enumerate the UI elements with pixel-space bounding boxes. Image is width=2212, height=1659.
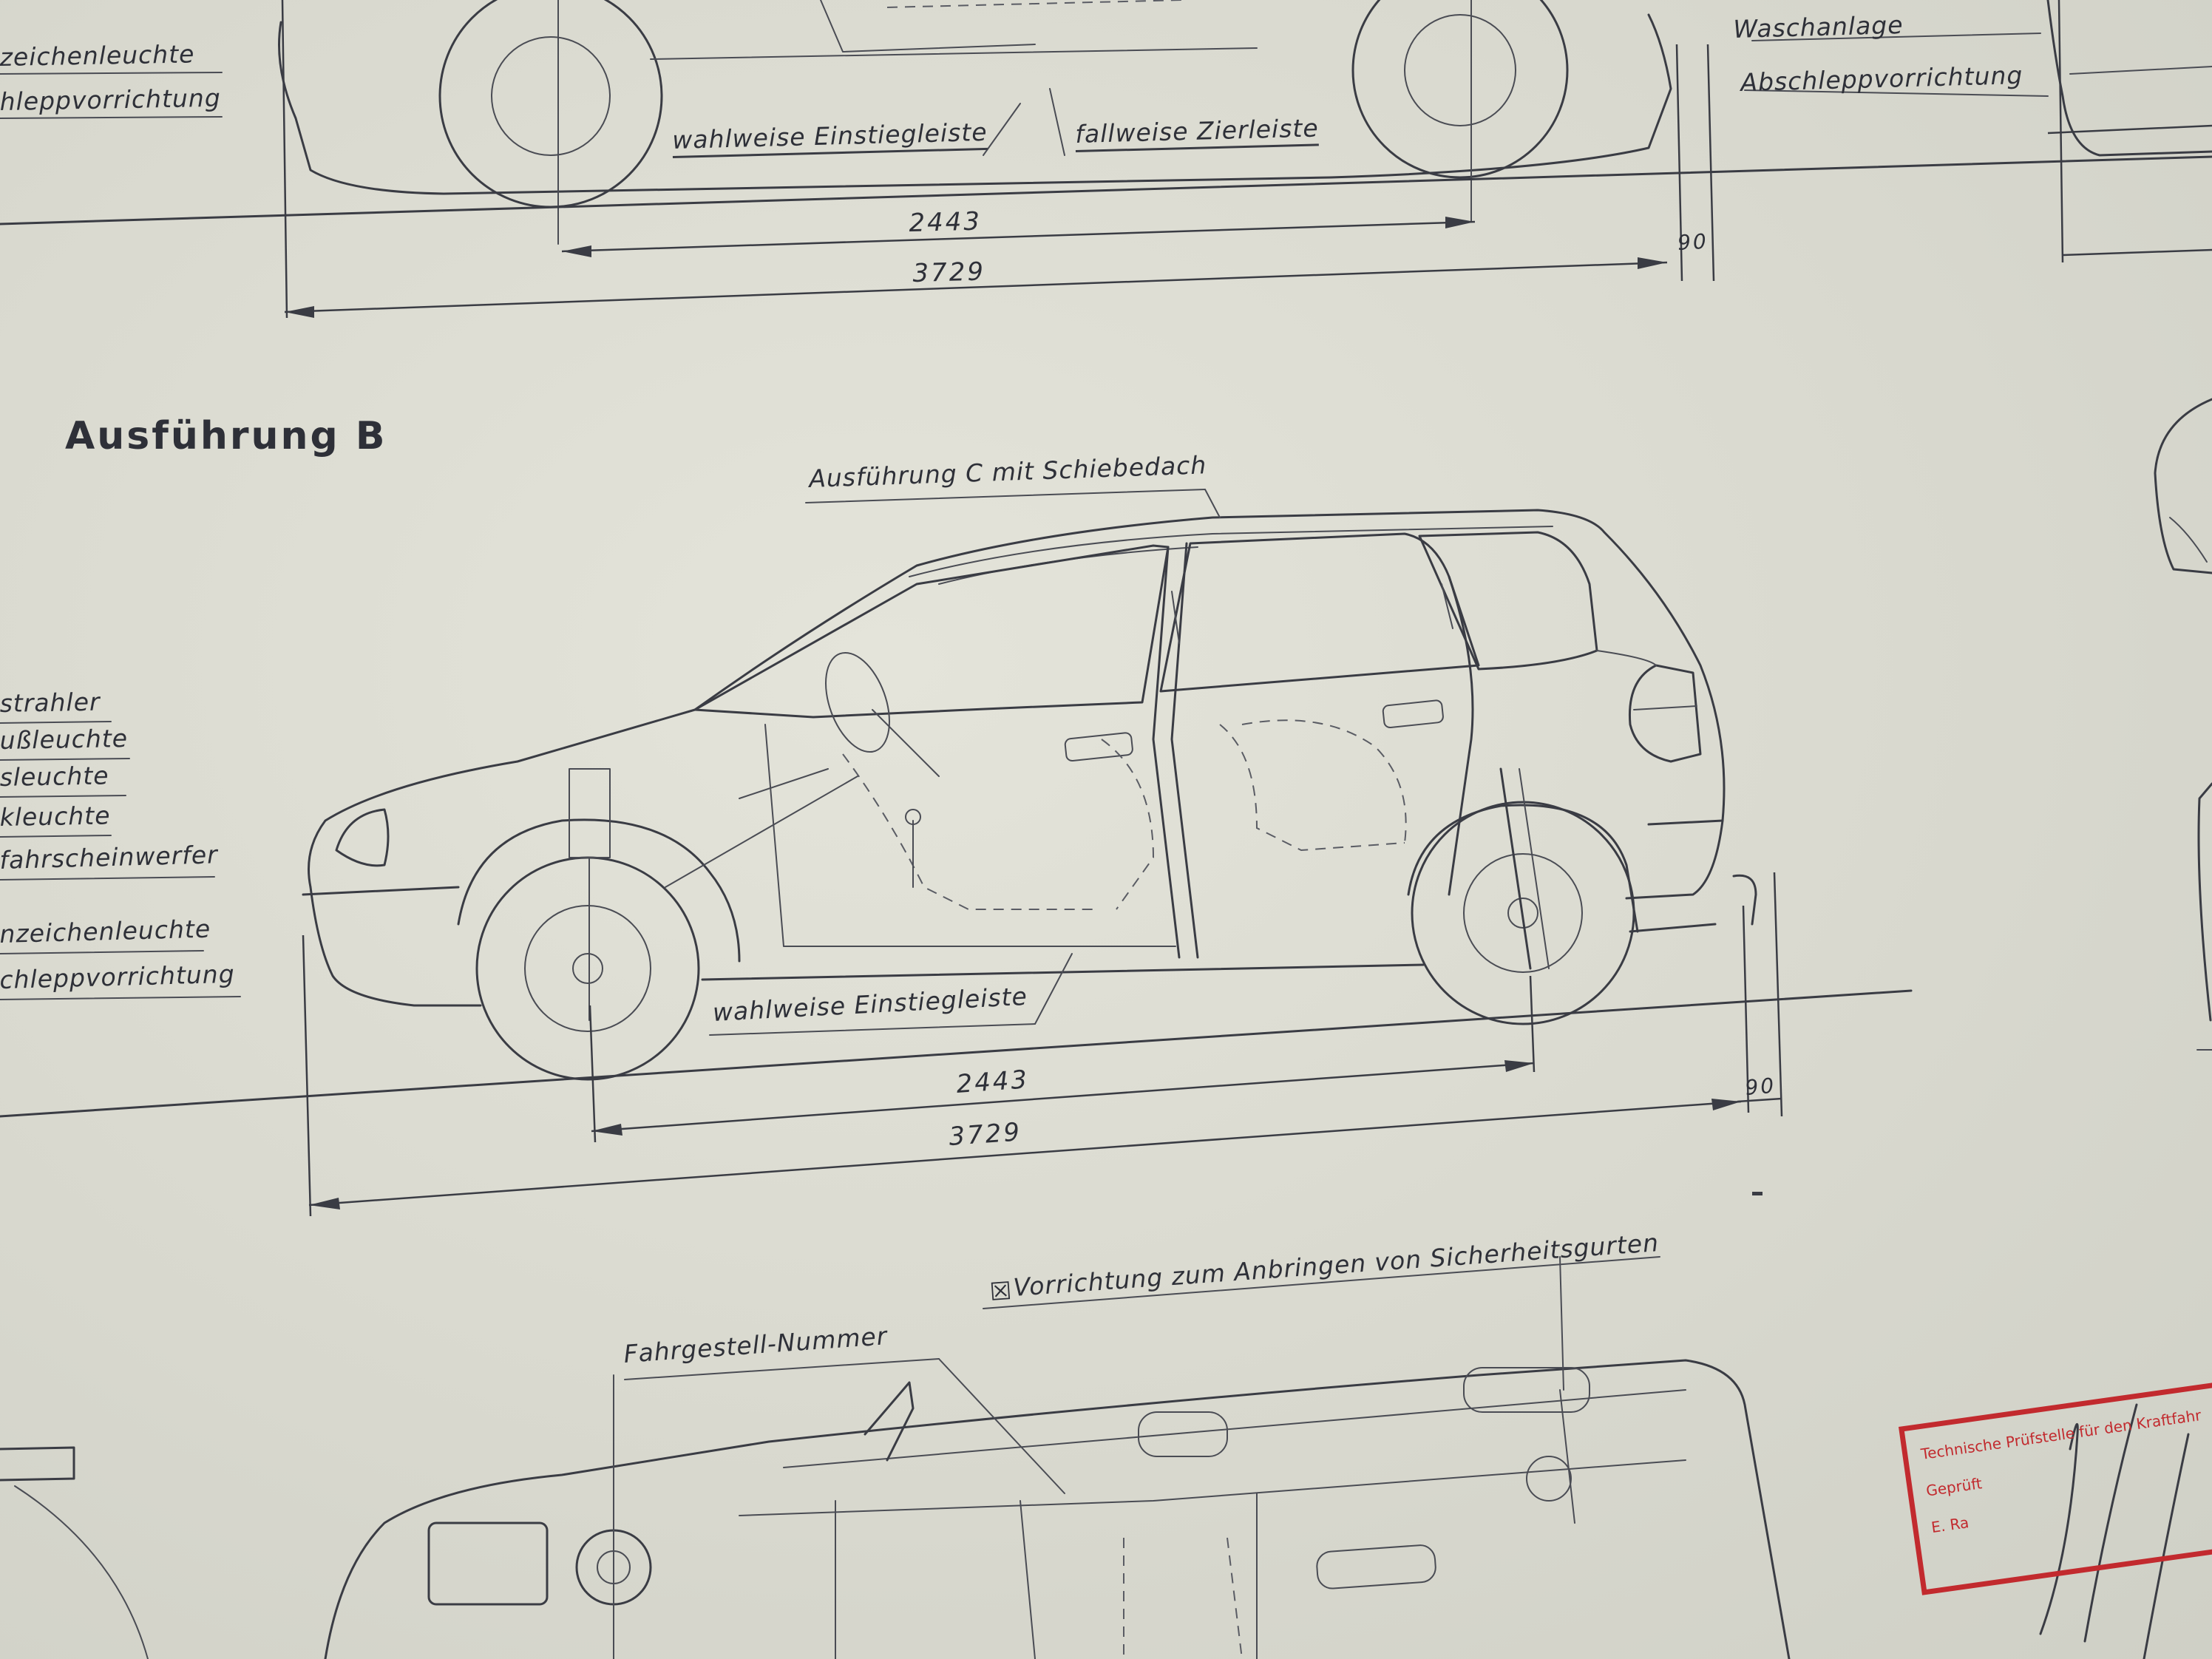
bottom-car-drawing: [0, 1359, 1791, 1659]
ground-line: [0, 989, 1913, 1118]
dim-length: 3729: [948, 1117, 1023, 1152]
top-label-zeichenleuchte: zeichenleuchte: [0, 39, 195, 72]
side-label-fahrscheinwerfer: fahrscheinwerfer: [0, 840, 219, 875]
side-label-fussleuchte: ußleuchte: [0, 723, 129, 755]
top-dim-length: 3729: [912, 257, 986, 288]
side-label-kennzeichenleuchte: nzeichenleuchte: [0, 914, 211, 949]
view-b-dimensions: [302, 872, 1783, 1217]
belt-note-marker-icon: ☒: [988, 1275, 1014, 1306]
top-label-waschanlage: Waschanlage: [1732, 10, 1904, 44]
dim-wheelbase: 2443: [955, 1065, 1031, 1099]
side-label-sleuchte: sleuchte: [0, 761, 109, 792]
left-leader-lines: [0, 721, 241, 1000]
top-right-car-fragment: [1744, 0, 2212, 263]
right-car-fragment: [2154, 398, 2212, 1051]
side-label-schleppvorrichtung: chleppvorrichtung: [0, 959, 236, 994]
car-side-drawing: [302, 509, 1757, 1081]
dim-overhang: 90: [1744, 1073, 1777, 1100]
roof-note-underline: [805, 489, 1206, 503]
top-dimensions: [281, 0, 1715, 319]
top-label-schleppvorrichtung: hleppvorrichtung: [0, 83, 222, 116]
ink-dot: [1752, 1192, 1763, 1195]
top-dim-wheelbase: 2443: [908, 206, 983, 238]
top-dim-overhang: 90: [1677, 228, 1709, 255]
signature: [2039, 1423, 2079, 1635]
top-label-zierleiste: fallweise Zierleiste: [1074, 113, 1320, 152]
section-title: Ausführung B: [65, 414, 387, 458]
top-ground-line: [0, 155, 2212, 225]
top-car-drawing: [278, 0, 1672, 245]
side-label-kleuchte: kleuchte: [0, 801, 111, 832]
side-label-strahler: strahler: [0, 687, 101, 718]
